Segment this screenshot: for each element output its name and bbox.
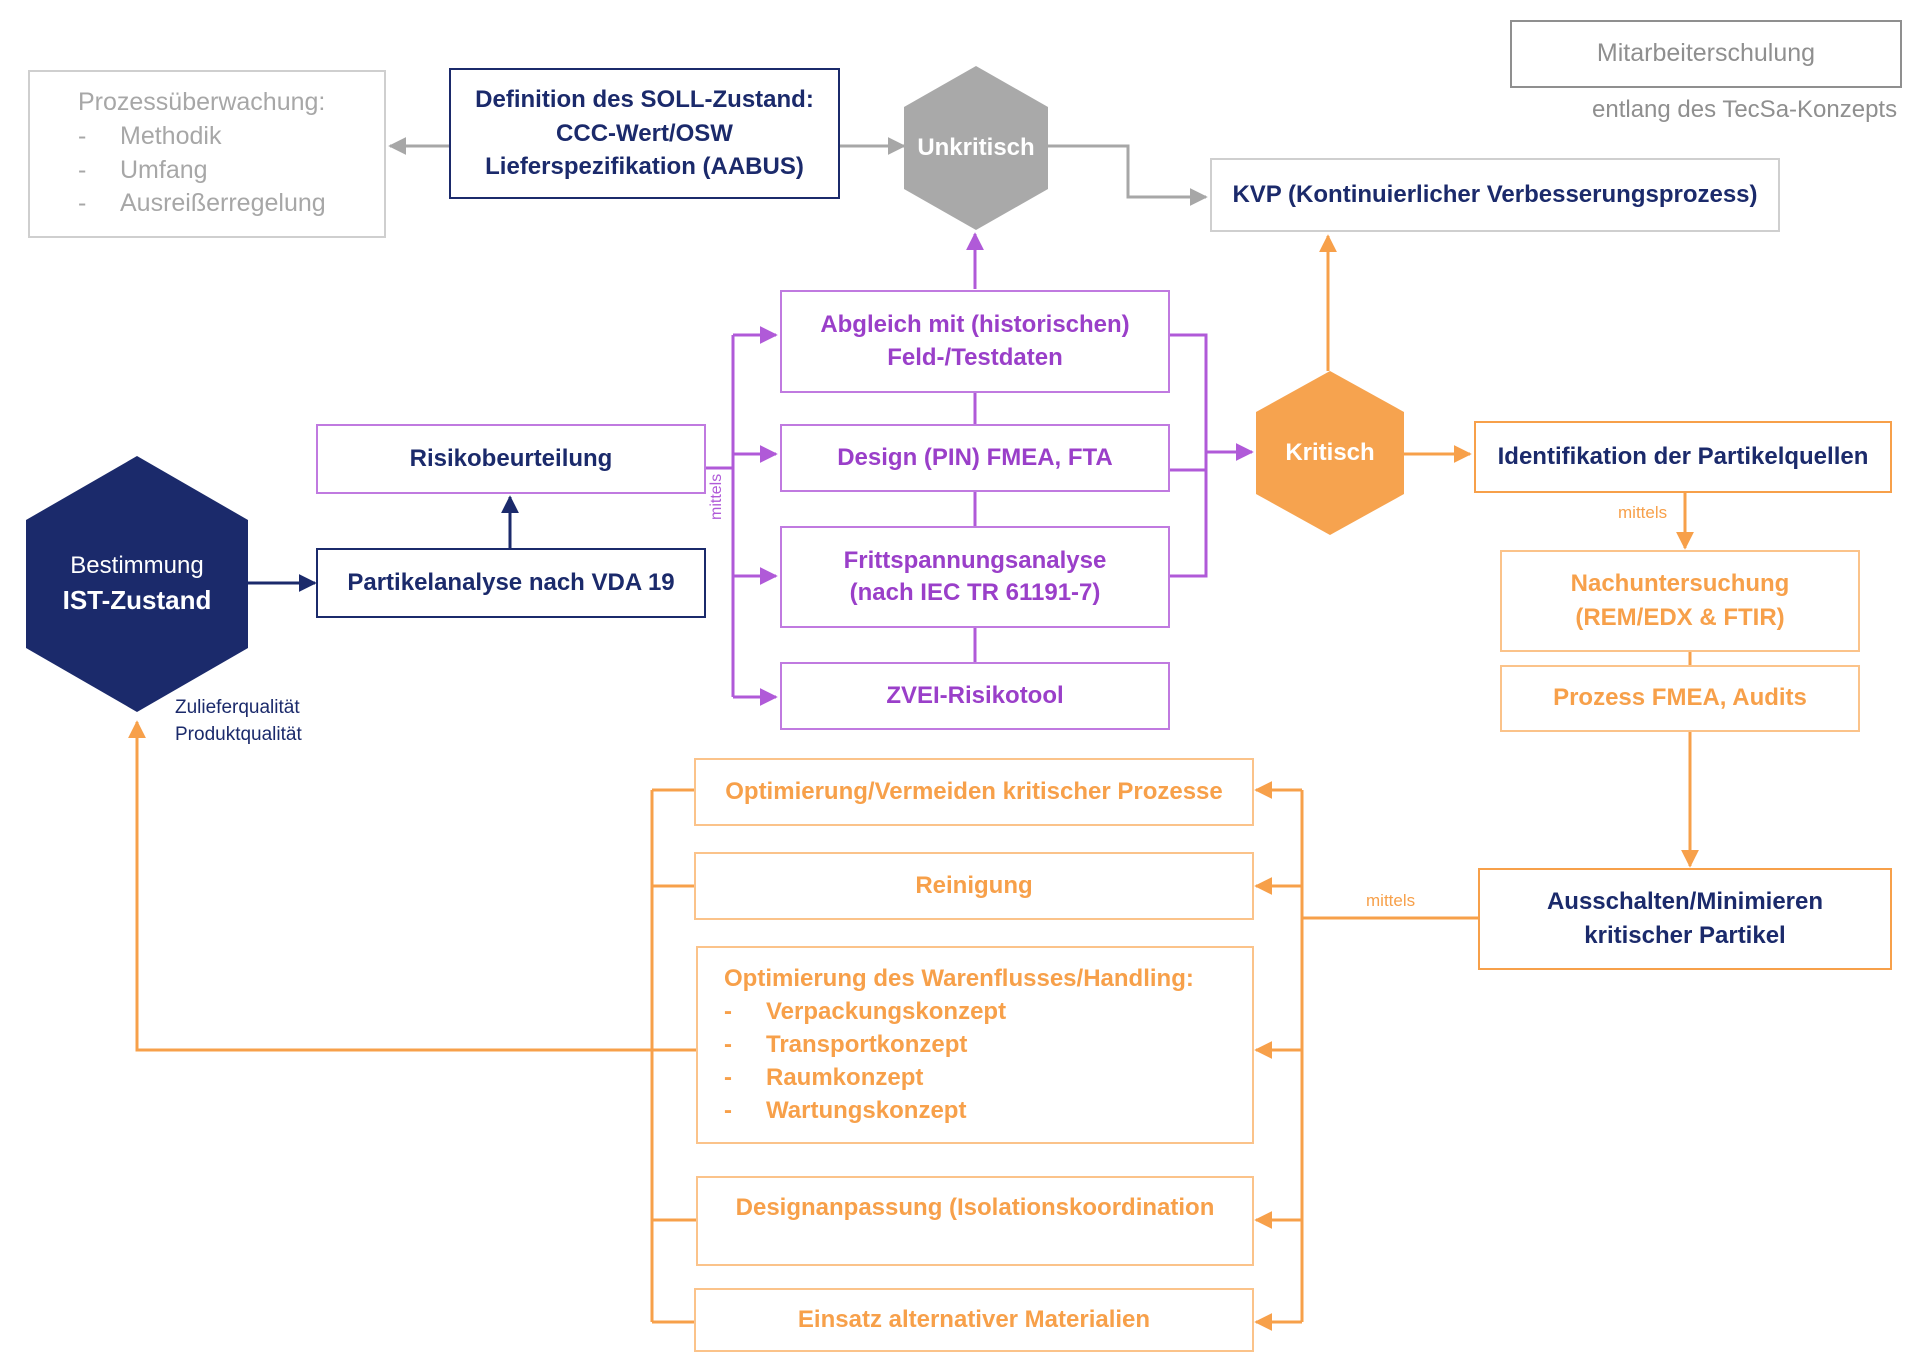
warenfluss-box: Optimierung des Warenflusses/Handling: -… — [696, 946, 1254, 1144]
identifikation-box: Identifikation der Partikelquellen — [1474, 421, 1892, 493]
partikelanalyse-box: Partikelanalyse nach VDA 19 — [316, 548, 706, 618]
abgleich-line-2: Feld-/Testdaten — [887, 343, 1063, 371]
soll-line-2: CCC-Wert/OSW — [556, 119, 733, 147]
mitarbeiterschulung-label: Mitarbeiterschulung — [1596, 39, 1816, 68]
connector-unkritisch-to-kvp — [1048, 144, 1208, 206]
unkritisch-label: Unkritisch — [917, 134, 1035, 161]
design-fmea-box: Design (PIN) FMEA, FTA — [780, 424, 1170, 492]
ausschalten-line-2: kritischer Partikel — [1584, 922, 1786, 949]
zvei-label: ZVEI-Risikotool — [886, 681, 1064, 709]
fritt-line-2: (nach IEC TR 61191-7) — [849, 579, 1101, 606]
prozess-item-methodik: -Methodik — [78, 121, 222, 150]
optimierung-box: Optimierung/Vermeiden kritischer Prozess… — [694, 758, 1254, 826]
soll-line-1: Definition des SOLL-Zustand: — [475, 86, 814, 114]
prozessueberwachung-title: Prozessüberwachung: — [78, 88, 326, 116]
mittels-bottom-label: mittels — [1366, 891, 1416, 910]
kvp-label: KVP (Kontinuierlicher Verbesserungsproze… — [1232, 180, 1758, 208]
prozess-fmea-label: Prozess FMEA, Audits — [1553, 684, 1807, 712]
kritisch-label: Kritisch — [1285, 439, 1375, 466]
partikelanalyse-label: Partikelanalyse nach VDA 19 — [347, 568, 675, 596]
tecsa-caption: entlang des TecSa-Konzepts — [1592, 96, 1898, 123]
einsatz-box: Einsatz alternativer Materialien — [694, 1288, 1254, 1352]
nachuntersuchung-box: Nachuntersuchung (REM/EDX & FTIR) — [1500, 550, 1860, 652]
prozessueberwachung-box: Prozessüberwachung: -Methodik -Umfang -A… — [28, 70, 386, 238]
mitarbeiterschulung-box: Mitarbeiterschulung — [1510, 20, 1902, 88]
warenfluss-item-wartung: -Wartungskonzept — [724, 1097, 967, 1125]
soll-line-3: Lieferspezifikation (AABUS) — [485, 153, 804, 181]
identifikation-label: Identifikation der Partikelquellen — [1497, 442, 1869, 470]
fritt-line-1: Frittspannungsanalyse — [843, 546, 1107, 574]
mittels-small-label: mittels — [1618, 503, 1668, 522]
ist-line-2: IST-Zustand — [62, 584, 212, 615]
warenfluss-item-raum: -Raumkonzept — [724, 1064, 924, 1092]
warenfluss-title: Optimierung des Warenflusses/Handling: — [724, 965, 1194, 992]
prozess-item-umfang: -Umfang — [78, 155, 208, 184]
ist-line-1: Bestimmung — [70, 552, 204, 580]
connector-feedback-to-ist — [128, 720, 652, 1052]
nachuntersuchung-line-1: Nachuntersuchung — [1570, 570, 1790, 598]
prozess-fmea-box: Prozess FMEA, Audits — [1500, 665, 1860, 732]
warenfluss-item-verpackung: -Verpackungskonzept — [724, 998, 1007, 1026]
risikobeurteilung-box: Risikobeurteilung — [316, 424, 706, 494]
design-fmea-label: Design (PIN) FMEA, FTA — [837, 443, 1113, 471]
optimierung-label: Optimierung/Vermeiden kritischer Prozess… — [725, 777, 1223, 805]
zvei-box: ZVEI-Risikotool — [780, 662, 1170, 730]
frittspannung-box: Frittspannungsanalyse (nach IEC TR 61191… — [780, 526, 1170, 628]
designanpassung-box: Designanpassung (Isolationskoordination — [696, 1176, 1254, 1266]
einsatz-label: Einsatz alternativer Materialien — [797, 1305, 1151, 1333]
risikobeurteilung-label: Risikobeurteilung — [409, 444, 613, 472]
ausschalten-box: Ausschalten/Minimieren kritischer Partik… — [1478, 868, 1892, 970]
prozess-item-ausreisser: -Ausreißerregelung — [78, 189, 326, 218]
abgleich-line-1: Abgleich mit (historischen) — [820, 311, 1130, 339]
nachuntersuchung-line-2: (REM/EDX & FTIR) — [1575, 604, 1785, 631]
soll-zustand-box: Definition des SOLL-Zustand: CCC-Wert/OS… — [449, 68, 840, 199]
designanpassung-label: Designanpassung (Isolationskoordination — [735, 1194, 1215, 1221]
produktqualitaet-label: Produktqualität — [175, 724, 302, 745]
ausschalten-line-1: Ausschalten/Minimieren — [1546, 888, 1824, 916]
abgleich-box: Abgleich mit (historischen) Feld-/Testda… — [780, 290, 1170, 393]
reinigung-box: Reinigung — [694, 852, 1254, 920]
connector-purple-right-bus — [1170, 333, 1208, 578]
reinigung-label: Reinigung — [915, 871, 1033, 899]
zulieferqualitaet-label: Zulieferqualität — [175, 697, 300, 718]
kvp-box: KVP (Kontinuierlicher Verbesserungsproze… — [1210, 158, 1780, 232]
mittels-vertical-label: mittels — [708, 473, 725, 520]
warenfluss-item-transport: -Transportkonzept — [724, 1031, 968, 1059]
